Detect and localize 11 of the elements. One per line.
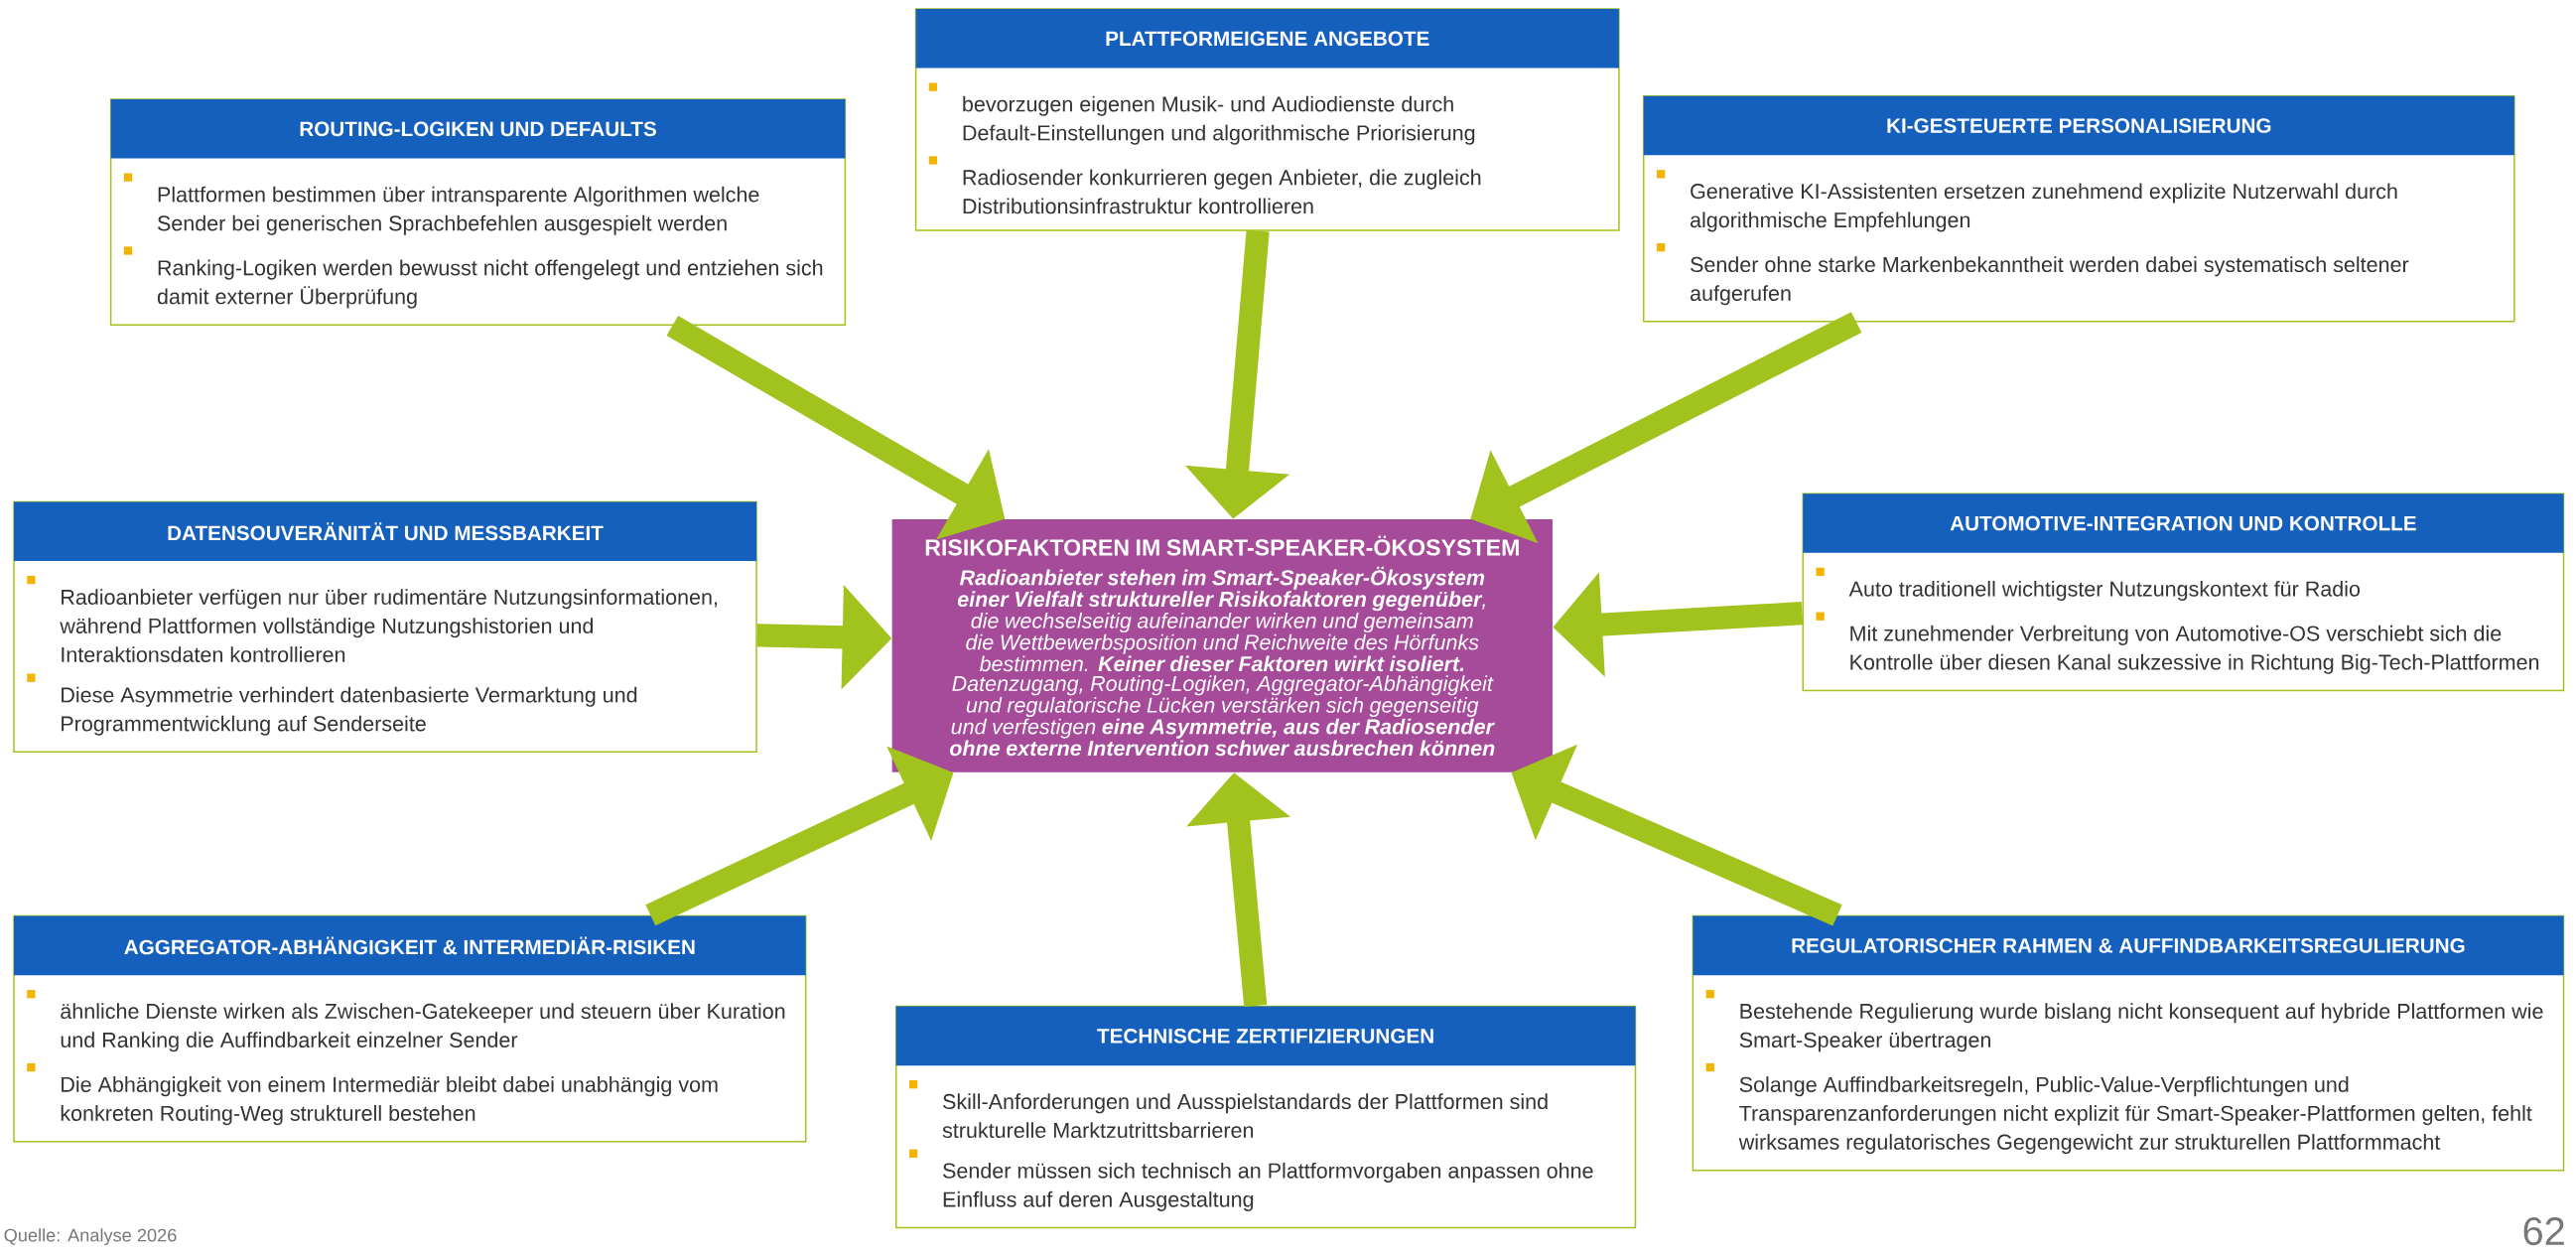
category-box: PLATTFORMEIGENE ANGEBOTE bevorzugen eigenen Musik- und Audiodienste durch Default-Einstellungen und algorithmische Priorisierung Radiosender konkurrieren gegen Anbieter, die zugleich Distributionsinfrastruktur kontrollieren <box>914 8 1620 231</box>
category-box: REGULATORISCHER RAHMEN & AUFFINDBARKEITSREGULIERUNG Bestehende Regulierung wurde bislang nicht konsequent auf hybride Plattformen wie Smart-Speaker übertragen Solange Auffindbarkeitsregeln, Public-Value-Verpflichtungen und Transparenzanforderungen nicht explizit für Smart-Speaker-Plattformen gelten, fehlt wirksames regulatorisches Gegengewicht zur strukturellen Plattformmacht <box>1692 914 2565 1172</box>
category-box: AGGREGATOR-ABHÄNGIGKEIT & INTERMEDIÄR-RISIKEN ähnliche Dienste wirken als Zwischen-Gatekeeper und steuern über Kuration und Ranking die Auffindbarkeit einzelner Sender Die Abhängigkeit von einem Intermediär bleibt dabei unabhängig vom konkreten Routing-Weg strukturell bestehen <box>13 914 807 1143</box>
category-box: DATENSOUVERÄNITÄT UND MESSBARKEIT Radioanbieter verfügen nur über rudimentäre Nutzungsinformationen, während Plattformen vollständige Nutzungshistorien und Interaktionsdaten kontrollieren Diese Asymmetrie verhindert datenbasierte Vermarktung und Programmentwicklung auf Senderseite <box>13 500 757 754</box>
source-note: Quelle: Analyse 2026 <box>4 1228 177 1246</box>
summary-box: RISIKOFAKTOREN IM SMART-SPEAKER-ÖKOSYSTEM Radioanbieter stehen im Smart-Speaker-Ökosystem einer Vielfalt struktureller Risikofaktoren gegenüber, die wechselseitig aufeinander wirken und gemeinsam die Wettbewerbsposition und Reichweite des Hörfunks bestimmen. Keiner dieser Faktoren wirkt isoliert. Datenzugang, Routing-Logiken, Aggregator-Abhängigkeit und regulatorische Lücken verstärken sich gegenseitig und verfestigen eine Asymmetrie, aus der Radiosender ohne externe Intervention schwer ausbrechen können <box>891 519 1553 772</box>
category-box: ROUTING-LOGIKEN UND DEFAULTS Plattformen bestimmen über intransparente Algorithmen welche Sender bei generischen Sprachbefehlen ausgespielt werden Ranking-Logiken werden bewusst nicht offengelegt und entziehen sich damit externer Überprüfung <box>109 98 847 326</box>
category-box: KI-GESTEUERTE PERSONALISIERUNG Generative KI-Assistenten ersetzen zunehmend explizite Nutzerwahl durch algorithmische Empfehlungen Sender ohne starke Markenbekanntheit werden dabei systematisch seltener aufgerufen <box>1643 94 2515 323</box>
page-number: 62 <box>2523 1217 2564 1246</box>
category-box: TECHNISCHE ZERTIFIZIERUNGEN Skill-Anforderungen und Ausspielstandards der Plattformen sind strukturelle Marktzutrittsbarrieren Sender müssen sich technisch an Plattformvorgaben anpassen ohne Einfluss auf deren Ausgestaltung <box>894 1005 1637 1229</box>
category-box: AUTOMOTIVE-INTEGRATION UND KONTROLLE Auto traditionell wichtigster Nutzungskontext für Radio Mit zunehmender Verbreitung von Automotive-OS verschiebt sich die Kontrolle über diesen Kanal sukzessive in Richtung Big-Tech-Plattformen <box>1802 492 2565 692</box>
